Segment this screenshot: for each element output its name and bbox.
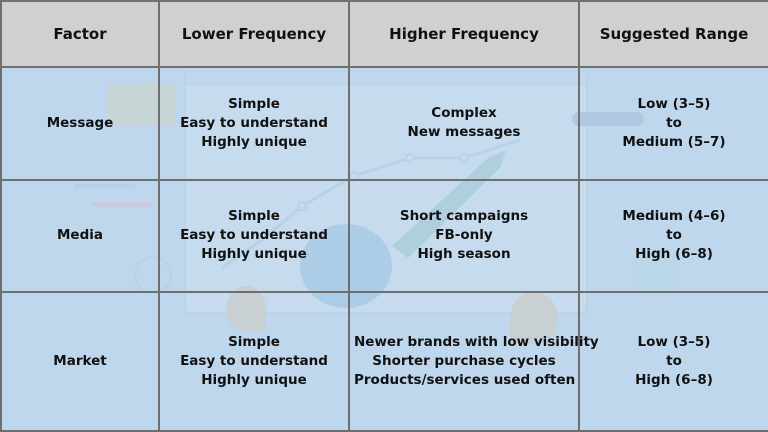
cell-line: Newer brands with low visibility <box>354 334 599 351</box>
cell-line: Highly unique <box>201 133 307 150</box>
cell-line: to <box>666 353 682 370</box>
higher-frequency-cell: Newer brands with low visibility Shorter… <box>348 291 599 432</box>
cell-line: Simple <box>228 208 280 225</box>
lower-frequency-cell: Simple Easy to understand Highly unique <box>158 66 350 181</box>
cell-line: to <box>666 227 682 244</box>
higher-frequency-cell: Short campaigns FB-only High season <box>348 178 580 294</box>
cell-line: High season <box>417 246 511 263</box>
table-header-row: Factor Lower Frequency Higher Frequency … <box>0 0 768 68</box>
suggested-range-cell: Low (3–5) to Medium (5–7) <box>578 66 768 181</box>
header-factor: Factor <box>0 0 160 68</box>
cell-line: High (6–8) <box>635 246 713 263</box>
cell-line: Shorter purchase cycles <box>372 353 556 370</box>
suggested-range-cell: Medium (4–6) to High (6–8) <box>578 178 768 294</box>
cell-line: New messages <box>407 124 521 141</box>
table-row: Media Simple Easy to understand Highly u… <box>0 178 768 294</box>
lower-frequency-cell: Simple Easy to understand Highly unique <box>158 178 350 294</box>
cell-line: to <box>666 114 682 131</box>
cell-line: Low (3–5) <box>637 334 711 351</box>
table-row: Market Simple Easy to understand Highly … <box>0 291 768 432</box>
cell-line: Simple <box>228 95 280 112</box>
cell-line: Products/services used often <box>354 372 576 389</box>
table-row: Message Simple Easy to understand Highly… <box>0 66 768 181</box>
cell-line: High (6–8) <box>635 372 713 389</box>
cell-line: Simple <box>228 334 280 351</box>
lower-frequency-cell: Simple Easy to understand Highly unique <box>158 291 350 432</box>
header-suggested-range: Suggested Range <box>578 0 768 68</box>
suggested-range-cell: Low (3–5) to High (6–8) <box>578 291 768 432</box>
cell-line: Easy to understand <box>180 353 328 370</box>
header-lower-frequency: Lower Frequency <box>158 0 350 68</box>
cell-line: Medium (5–7) <box>622 133 726 150</box>
header-higher-frequency: Higher Frequency <box>348 0 580 68</box>
cell-line: Easy to understand <box>180 114 328 131</box>
factor-cell: Media <box>0 178 160 294</box>
cell-line: Highly unique <box>201 372 307 389</box>
cell-line: Complex <box>431 105 497 122</box>
factor-cell: Message <box>0 66 160 181</box>
cell-line: Medium (4–6) <box>622 208 726 225</box>
cell-line: Easy to understand <box>180 227 328 244</box>
cell-line: FB-only <box>435 227 493 244</box>
cell-line: Low (3–5) <box>637 95 711 112</box>
cell-line: Short campaigns <box>399 208 529 225</box>
cell-line: Highly unique <box>201 246 307 263</box>
factor-cell: Market <box>0 291 160 432</box>
higher-frequency-cell: Complex New messages <box>348 66 580 181</box>
